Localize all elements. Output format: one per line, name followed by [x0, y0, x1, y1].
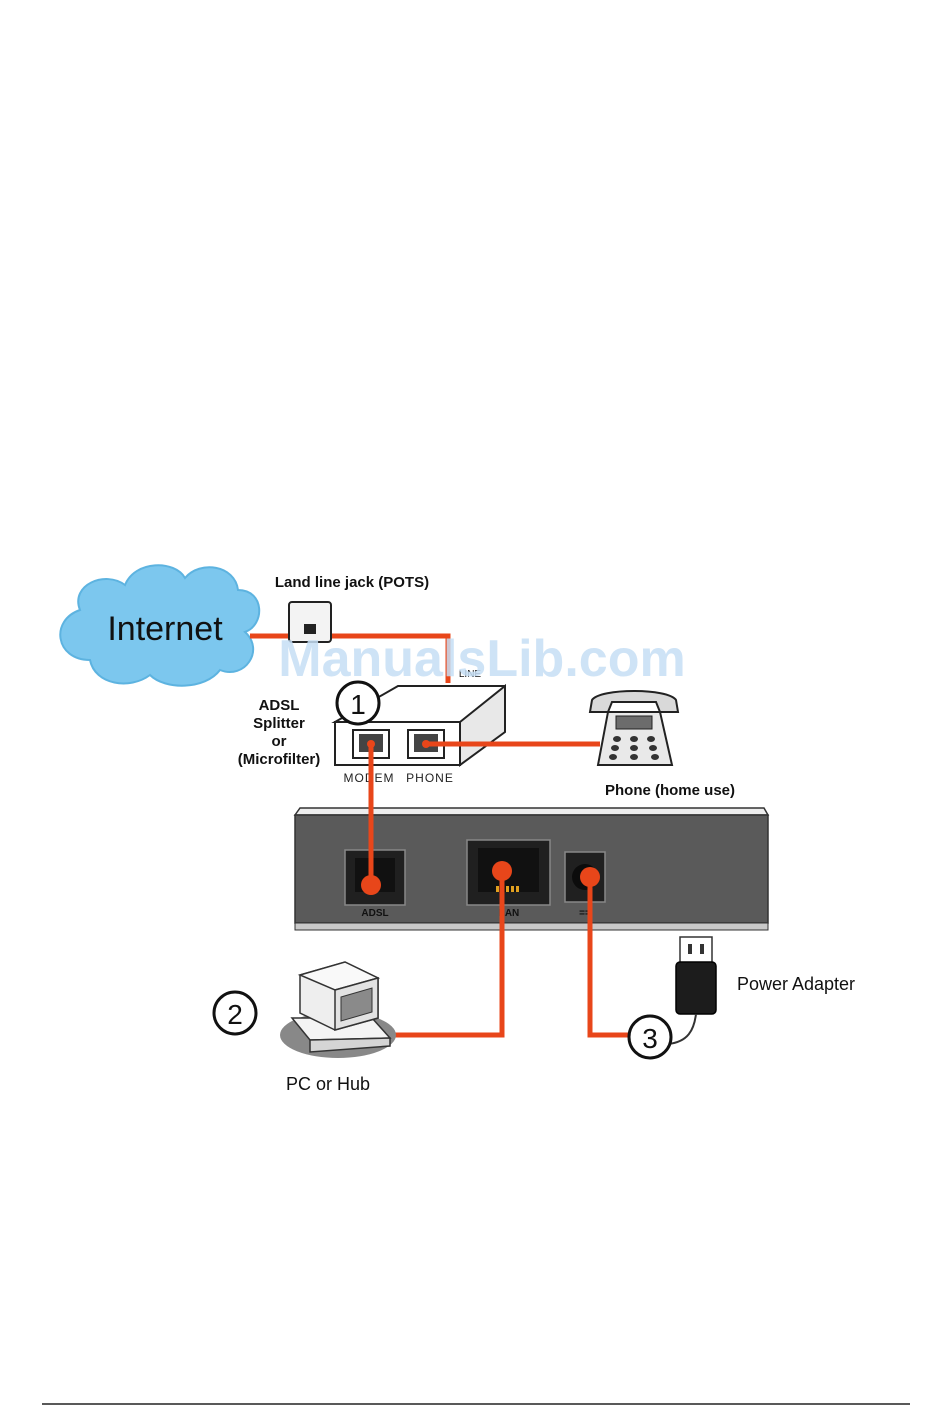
- step-3-number: 3: [642, 1023, 658, 1054]
- adsl-plug: [361, 875, 381, 895]
- watermark: ManualsLib.com: [278, 630, 685, 688]
- power-adapter-label: Power Adapter: [737, 974, 855, 994]
- phone-plug: [422, 740, 430, 748]
- splitter-label-line-4: (Microfilter): [238, 751, 321, 768]
- splitter-label-line-3: or: [272, 733, 287, 750]
- power-plug: [580, 867, 600, 887]
- modem-plug: [367, 740, 375, 748]
- splitter-label-line-1: ADSL: [259, 697, 300, 714]
- pc-icon: [280, 962, 396, 1058]
- step-1-number: 1: [350, 689, 366, 720]
- router-adsl-label: ADSL: [361, 908, 388, 919]
- jack-label: Land line jack (POTS): [275, 574, 429, 591]
- phone-label: Phone (home use): [605, 782, 735, 799]
- step-2-marker: 2: [214, 992, 256, 1034]
- telephone-icon: [590, 691, 678, 765]
- step-2-number: 2: [227, 999, 243, 1030]
- power-adapter-icon: [668, 937, 716, 1044]
- internet-cloud: Internet: [60, 565, 259, 685]
- splitter-phone-label: PHONE: [406, 771, 454, 785]
- step-3-marker: 3: [629, 1016, 671, 1058]
- lan-plug: [492, 861, 512, 881]
- splitter-label: ADSL Splitter or (Microfilter): [238, 697, 321, 768]
- step-1-marker: 1: [337, 682, 379, 724]
- pc-label: PC or Hub: [286, 1074, 370, 1094]
- splitter-label-line-2: Splitter: [253, 715, 305, 732]
- internet-label: Internet: [107, 610, 223, 648]
